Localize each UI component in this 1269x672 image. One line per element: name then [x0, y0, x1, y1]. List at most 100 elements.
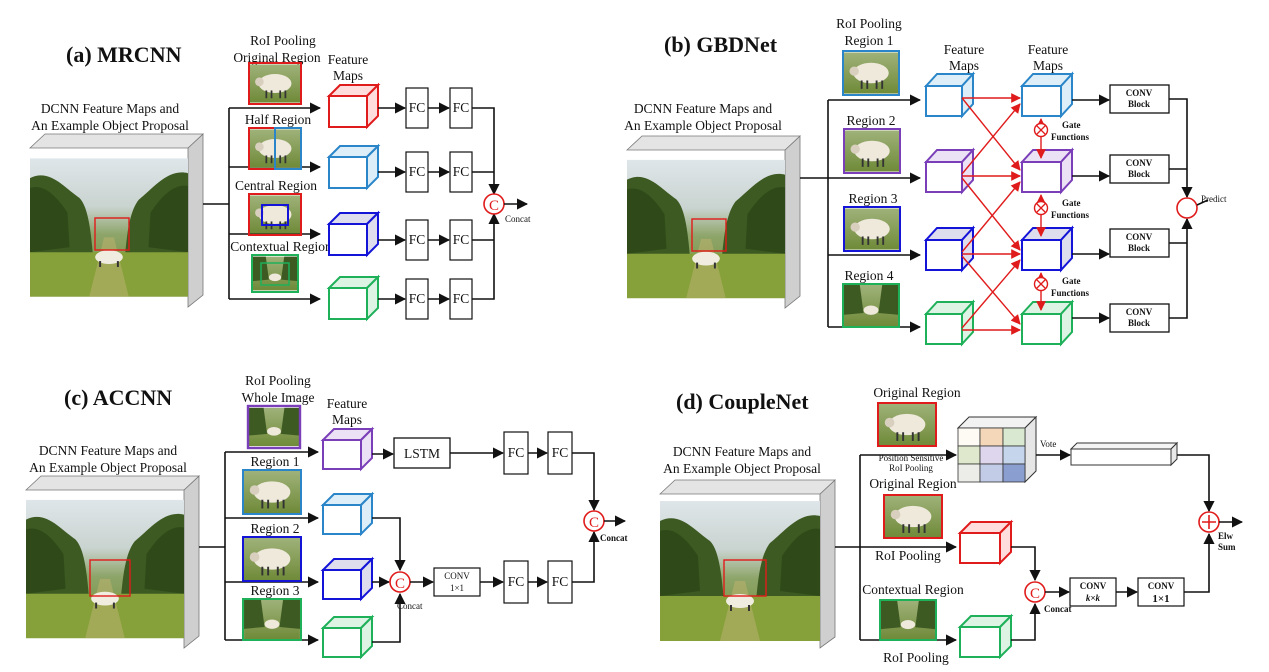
panel-d-roi-pool-label-2: RoI Pooling — [883, 650, 949, 665]
panel-a-cube-navy — [326, 210, 381, 258]
panel-b-conv4-label-2: Block — [1128, 318, 1150, 328]
panel-a-contextual-label: Contextual Region — [230, 239, 332, 254]
panel-a-fc-3b: FC — [453, 232, 470, 247]
panel-d-vote-bar — [1069, 441, 1179, 467]
panel-b-conv3-label-2: Block — [1128, 243, 1150, 253]
panel-b-gate2-label-2: Functions — [1051, 210, 1090, 220]
panel-a-concat-label: Concat — [505, 214, 531, 224]
panel-d-cube-green — [957, 613, 1014, 660]
panel-b-gate1-label-2: Functions — [1051, 132, 1090, 142]
panel-d-convk-label-2: k×k — [1086, 593, 1101, 603]
panel-d: (d) CoupleNet DCNN Feature Maps and An E… — [658, 385, 1244, 665]
panel-d-concat-symbol: C — [1030, 586, 1040, 602]
panel-a-fc-2b: FC — [453, 164, 470, 179]
panel-b-fm-label-1a: Feature — [944, 42, 984, 57]
panel-b-region4-label: Region 4 — [844, 268, 893, 283]
panel-b-predict-label: Predict — [1201, 194, 1227, 204]
panel-c-concat-symbol-1: C — [395, 576, 405, 592]
panel-c-fm-label-1: Feature — [327, 396, 367, 411]
panel-a-cube-green — [326, 274, 381, 322]
panel-d-convk-label-1: CONV — [1080, 581, 1107, 591]
panel-d-cube-red — [957, 519, 1014, 566]
panel-c-dcnn-label-2: An Example Object Proposal — [29, 460, 187, 475]
panel-a-concat-symbol: C — [489, 198, 499, 214]
panel-b-scene-image — [627, 160, 785, 298]
panel-d-ps-label-2: RoI Pooling — [889, 463, 933, 473]
panel-d-original-thumb-1 — [878, 403, 936, 446]
panel-b-gate2-label-1: Gate — [1062, 198, 1081, 208]
panel-c-region3-thumb — [244, 599, 300, 640]
panel-a-fm-label-2: Maps — [333, 68, 363, 83]
panel-b-title: (b) GBDNet — [664, 32, 778, 57]
panel-a-proposal-box — [94, 217, 130, 251]
panel-a-original-thumb — [249, 64, 301, 102]
panel-a-roi-label-1: RoI Pooling — [250, 33, 316, 48]
panel-d-scene-image — [660, 501, 820, 641]
panel-b-gate1-label-1: Gate — [1062, 120, 1081, 130]
panel-b-conv2-label-1: CONV — [1126, 158, 1153, 168]
panel-b-conv2-label-2: Block — [1128, 169, 1150, 179]
panel-d-elw-label-2: Sum — [1218, 542, 1236, 552]
panel-a-fc-rows: FC FC FC FC FC FC FC FC — [378, 87, 500, 320]
panel-b-region4-thumb — [843, 285, 899, 326]
panel-a-cube-red — [326, 82, 381, 130]
panel-c-whole-image-thumb — [248, 408, 300, 446]
panel-a-fc-1b: FC — [453, 100, 470, 115]
panel-a-fm-label-1: Feature — [328, 52, 368, 67]
panel-c-fm-label-2: Maps — [332, 412, 362, 427]
panel-c-concat-symbol-2: C — [589, 515, 599, 531]
panel-d-dcnn-label-1: DCNN Feature Maps and — [673, 444, 812, 459]
panel-b-fm-label-2a: Maps — [949, 58, 979, 73]
panel-c-roi-label-1: RoI Pooling — [245, 373, 311, 388]
panel-a-title: (a) MRCNN — [66, 42, 182, 67]
panel-c-concat-label-1: Concat — [397, 601, 423, 611]
panel-c-fc-top-a: FC — [508, 445, 525, 460]
panel-b: (b) GBDNet DCNN Feature Maps and An Exam… — [624, 16, 1227, 347]
panel-b-roi-label-1: RoI Pooling — [836, 16, 902, 31]
panel-d-elw-sum-node — [1198, 511, 1220, 533]
panel-b-region3-thumb — [844, 208, 900, 249]
panel-b-dcnn-label-1: DCNN Feature Maps and — [634, 101, 773, 116]
panel-c-scene-image — [26, 500, 184, 638]
panel-b-region2-label: Region 2 — [846, 113, 895, 128]
panel-d-elw-label-1: Elw — [1218, 531, 1234, 541]
panel-b-region2-thumb — [844, 130, 900, 171]
panel-b-gate-nodes — [1033, 122, 1049, 292]
panel-c-region1-thumb — [243, 471, 301, 514]
panel-a-scene-image — [30, 158, 188, 296]
panel-c-fc-bot-b: FC — [552, 574, 569, 589]
panel-c-region2-label: Region 2 — [250, 521, 299, 536]
panel-a-fc-4b: FC — [453, 291, 470, 306]
panel-a-half-label: Half Region — [245, 112, 312, 127]
panel-c-region1-label: Region 1 — [250, 454, 299, 469]
panel-a-fc-2a: FC — [409, 164, 426, 179]
panel-b-region1-thumb — [843, 52, 899, 93]
panel-d-conv1-label-1: CONV — [1148, 581, 1175, 591]
panel-b-conv1-label-2: Block — [1128, 99, 1150, 109]
panel-b-gate3-label-1: Gate — [1062, 276, 1081, 286]
panel-d-title: (d) CoupleNet — [676, 389, 809, 414]
panel-c-fc-top-b: FC — [552, 445, 569, 460]
panel-a-fc-4a: FC — [409, 291, 426, 306]
panel-d-vote-label: Vote — [1040, 439, 1056, 449]
panel-b-gate3-label-2: Functions — [1051, 288, 1090, 298]
panel-a-dcnn-label-1: DCNN Feature Maps and — [41, 101, 180, 116]
panel-b-region1-label: Region 1 — [844, 33, 893, 48]
panel-d-contextual-thumb — [881, 600, 936, 640]
panel-b-region3-label: Region 3 — [848, 191, 897, 206]
panel-b-gate-arrows — [961, 93, 1046, 335]
panel-b-conv3-label-1: CONV — [1126, 232, 1153, 242]
panel-c-conv-label-1: CONV — [444, 571, 470, 581]
panel-c-cubes — [320, 426, 375, 660]
panel-c-roi-label-2: Whole Image — [241, 390, 314, 405]
panel-c-region3-label: Region 3 — [250, 583, 299, 598]
panel-d-original-label-2: Original Region — [869, 476, 957, 491]
panel-d-dcnn-label-2: An Example Object Proposal — [663, 461, 821, 476]
panel-a-central-label: Central Region — [235, 178, 317, 193]
panel-a-central-thumb — [249, 195, 301, 233]
panel-c-concat-label-2: Concat — [600, 533, 628, 543]
panel-c-conv-label-2: 1×1 — [450, 583, 464, 593]
panel-b-fm-label-1b: Feature — [1028, 42, 1068, 57]
